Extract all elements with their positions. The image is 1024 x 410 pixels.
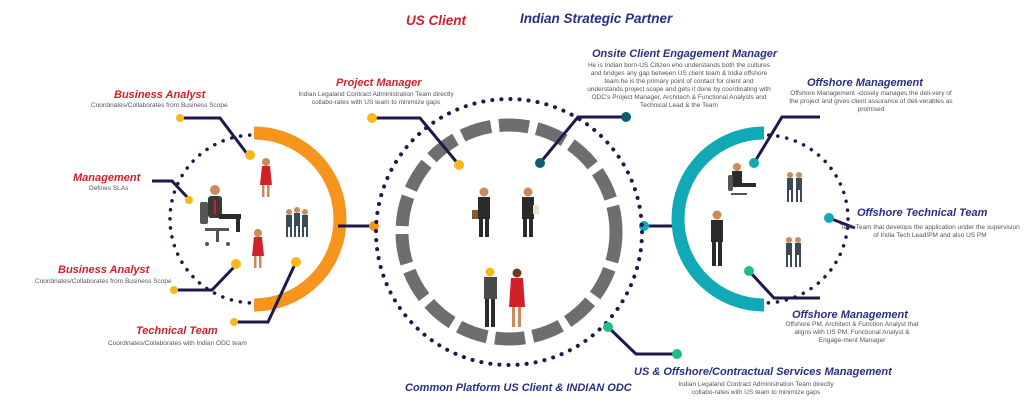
connector-dot xyxy=(231,259,241,269)
common-platform-label: Common Platform US Client & INDIAN ODC xyxy=(405,382,632,394)
connector-dot xyxy=(185,196,193,204)
connector-dot xyxy=(744,266,754,276)
connector-dot xyxy=(621,112,631,122)
connector-offshore-mgmt-top xyxy=(752,115,820,164)
connector-ba-top xyxy=(180,116,250,156)
management-title: Management xyxy=(73,172,141,184)
connector-dot xyxy=(230,318,238,326)
onsite-title: Onsite Client Engagement Manager xyxy=(592,48,778,60)
connector-dot xyxy=(367,113,377,123)
center-cluster xyxy=(367,97,682,367)
connector-dot xyxy=(603,322,613,332)
person-figure xyxy=(252,229,264,268)
connector-dot xyxy=(170,286,178,294)
connector-dot xyxy=(291,257,301,267)
person-figure xyxy=(472,187,490,237)
contractual-title: US & Offshore/Contractual Services Manag… xyxy=(634,366,892,378)
person-figure xyxy=(711,210,723,266)
person-figure xyxy=(208,185,241,232)
person-figure xyxy=(728,163,756,195)
ba-top-desc: Coordinates/Collaborates from Business S… xyxy=(91,102,228,109)
indian-partner-cluster xyxy=(671,115,856,312)
person-figure xyxy=(484,267,497,327)
orange-arc xyxy=(253,126,347,312)
teal-arc xyxy=(671,126,765,312)
connector-ba-bottom xyxy=(174,263,238,292)
offshore-mgmt-top-title: Offshore Management xyxy=(807,77,923,89)
connector-pm xyxy=(372,116,461,166)
connector-offshore-mgmt-bottom xyxy=(747,269,820,300)
office-chair xyxy=(200,202,230,246)
onsite-desc: He is Indian born-US Citizen eho underst… xyxy=(587,62,771,109)
connector-dot xyxy=(454,160,464,170)
us-client-cluster xyxy=(152,114,347,326)
connector-management xyxy=(152,179,190,200)
person-figure xyxy=(522,187,539,237)
ba-top-title: Business Analyst xyxy=(114,89,206,101)
person-figure xyxy=(509,268,525,327)
technical-team-desc: Coordinates/Collaborates with Indian ODC… xyxy=(108,340,247,347)
connector-dot xyxy=(672,349,682,359)
project-manager-title: Project Manager xyxy=(336,77,422,89)
offshore-tech-title: Offshore Technical Team xyxy=(857,207,988,219)
connector-technical xyxy=(234,261,298,324)
person-figure xyxy=(260,158,272,197)
offshore-tech-desc: Tech Team that develops the application … xyxy=(840,224,1020,239)
connector-dot xyxy=(245,150,255,160)
ba-bottom-title: Business Analyst xyxy=(58,264,150,276)
person-figure xyxy=(786,172,802,267)
gray-segmented-ring xyxy=(395,118,623,346)
connector-dot xyxy=(749,158,759,168)
management-desc: Defines SLAs xyxy=(89,185,129,192)
connector-dot xyxy=(176,114,184,122)
connector-dot xyxy=(824,213,834,223)
connector-onsite xyxy=(538,115,626,164)
dotted-ring-center xyxy=(374,97,644,367)
offshore-mgmt-bottom-title: Offshore Management xyxy=(792,309,908,321)
indian-partner-header: Indian Strategic Partner xyxy=(520,11,673,26)
connector-dot xyxy=(535,158,545,168)
project-manager-desc: Indian Legaland Contract Administration … xyxy=(298,91,454,106)
offshore-mgmt-bottom-desc: Offshore PM, Architect & Function Analys… xyxy=(785,321,919,344)
contractual-desc: Indian Legaland Contract Administration … xyxy=(678,381,834,396)
ba-bottom-desc: Coordinates/Collaborates from Business S… xyxy=(35,278,172,285)
person-figure xyxy=(286,207,308,237)
us-client-header: US Client xyxy=(406,13,467,28)
connector-contractual xyxy=(606,325,677,356)
offshore-mgmt-top-desc: Offshore Management -closely manages the… xyxy=(789,90,953,113)
technical-team-title: Technical Team xyxy=(136,325,218,337)
